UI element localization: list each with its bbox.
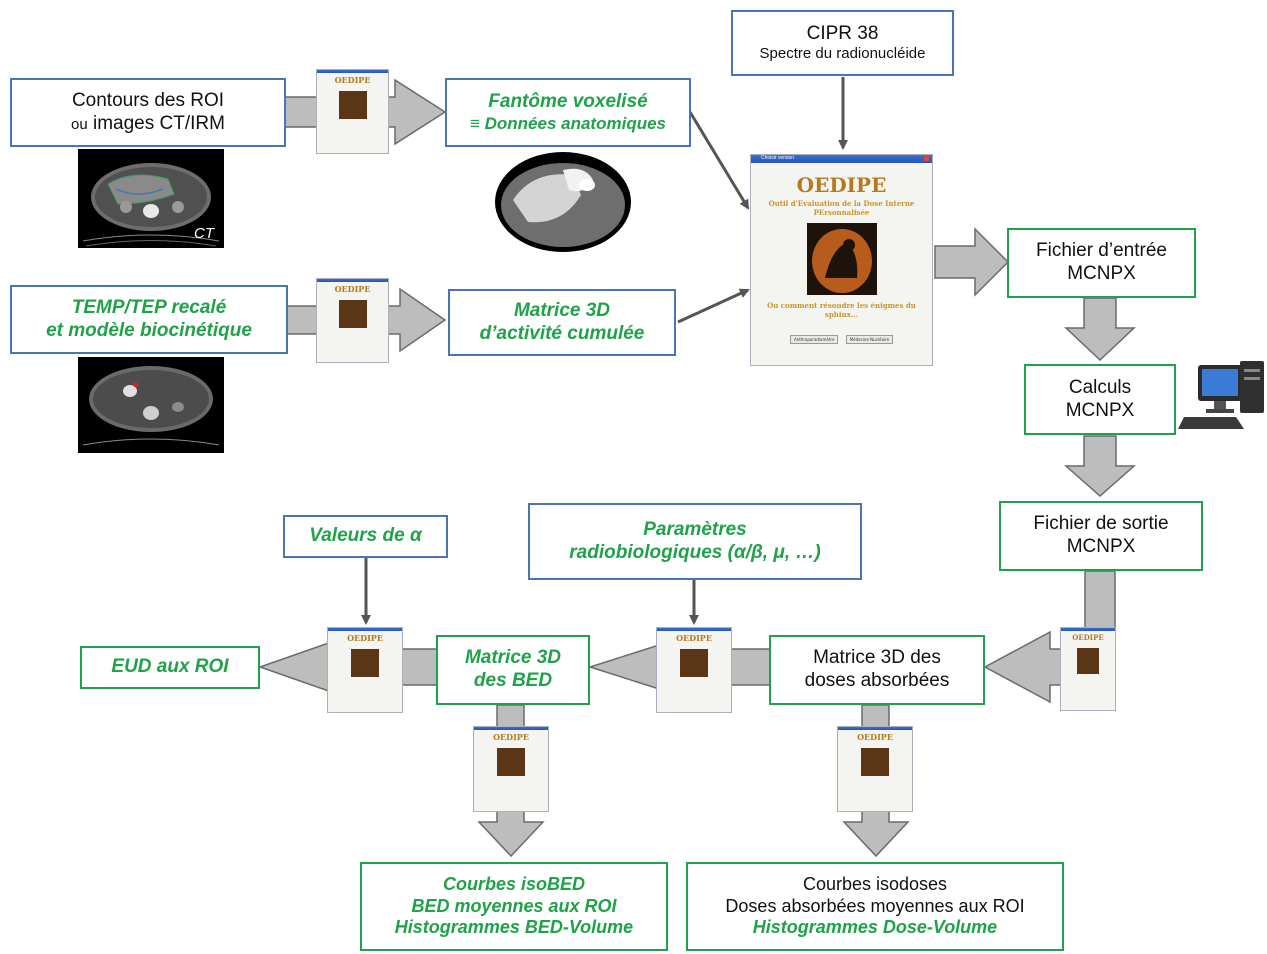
box-matrice-doses: Matrice 3D des doses absorbées [769,635,985,705]
fichier-sortie-line1: Fichier de sortie [1033,513,1169,535]
fichier-entree-line2: MCNPX [1067,263,1136,284]
cipr-line2: Spectre du radionucléide [759,45,926,63]
thumbnail-painting [680,649,708,678]
oedipe-thumbnail: OEDIPE [656,627,732,713]
ct-scan-drawing [82,163,220,247]
thumbnail-logo: OEDIPE [334,75,371,86]
box-contours-roi: Contours des ROI ou images CT/IRM [10,78,286,147]
courbes-bed-line3: Histogrammes BED-Volume [394,917,634,938]
sphinx-painting-image [806,223,877,296]
fichier-entree-line1: Fichier d’entrée [1036,240,1167,262]
parametres-line2: radiobiologiques (α/β, μ, …) [569,541,821,563]
contours-images: images CT/IRM [87,112,225,134]
oedipe-subtitle: Outil d'Evaluation de la Dose Interne PE… [768,199,915,218]
fichier-sortie-line2: MCNPX [1066,536,1136,557]
voxel-line1: Fantôme voxelisé [488,90,648,112]
thumbnail-logo: OEDIPE [857,732,893,743]
temp-line1: TEMP/TEP recalé [71,296,227,318]
matrice-activite-line2: d’activité cumulée [479,322,645,344]
courbes-doses-line2: Doses absorbées moyennes aux ROI [725,895,1025,916]
matrice-activite-line1: Matrice 3D [513,299,611,321]
voxel-phantom-drawing [495,152,631,252]
oedipe-thumbnail: OEDIPE [316,278,389,363]
contours-or: ou [71,115,88,133]
box-courbes-doses: Courbes isodoses Doses absorbées moyenne… [686,862,1064,951]
thumbnail-logo: OEDIPE [347,633,383,644]
ct-label: CT [194,225,214,242]
oedipe-thumbnail: OEDIPE [1060,627,1116,711]
box-courbes-bed: Courbes isoBED BED moyennes aux ROI Hist… [360,862,668,951]
block-arrow-software-to-fichier [934,227,1010,297]
box-temp-tep: TEMP/TEP recalé et modèle biocinétique [10,285,288,354]
courbes-doses-line3: Histogrammes Dose-Volume [752,917,998,938]
oedipe-arc-text: Ou comment résoudre les énigmes du sphin… [767,301,916,320]
box-fichier-entree: Fichier d’entrée MCNPX [1007,228,1196,298]
computer-icon-drawing [1178,361,1264,429]
matrice-bed-line1: Matrice 3D [464,647,562,669]
courbes-bed-line1: Courbes isoBED [442,874,586,895]
box-matrice-bed: Matrice 3D des BED [436,635,590,705]
temp-line2: et modèle biocinétique [46,319,252,341]
sphinx-painting-drawing [806,223,877,296]
ct-scan-image: CT [78,149,224,248]
box-fichier-sortie: Fichier de sortie MCNPX [999,501,1203,571]
oedipe-buttons: Anthroporadiamètre Médecine Nucléaire [751,335,932,345]
spect-scan-image [78,357,224,453]
box-valeurs-alpha: Valeurs de α [283,515,448,558]
oedipe-thumbnail: OEDIPE [316,69,389,154]
thumbnail-painting [861,748,889,777]
contours-line2: ou images CT/IRM [71,113,225,136]
parametres-line1: Paramètres [643,518,747,540]
computer-icon [1178,357,1267,437]
arrow-matrice-to-software [677,288,750,324]
thumbnail-painting [338,91,367,120]
box-cipr38: CIPR 38 Spectre du radionucléide [731,10,954,76]
contours-line1: Contours des ROI [71,89,225,111]
oedipe-logo: OEDIPE [796,173,887,198]
thumbnail-painting [1077,648,1099,675]
courbes-bed-line2: BED moyennes aux ROI [411,895,617,916]
oedipe-title-bar: Choisir version [751,155,932,164]
calculs-line2: MCNPX [1065,399,1135,421]
close-icon[interactable] [924,156,929,161]
block-arrow-calculs-to-sortie [1064,435,1136,498]
oedipe-thumbnail: OEDIPE [837,726,913,812]
matrice-doses-line2: doses absorbées [804,670,950,691]
box-calculs: Calculs MCNPX [1024,364,1176,435]
box-matrice-activite: Matrice 3D d’activité cumulée [448,289,676,356]
thumbnail-logo: OEDIPE [334,284,371,295]
cipr-line1: CIPR 38 [806,22,879,44]
thumbnail-logo: OEDIPE [676,633,712,644]
arrow-voxel-to-software [688,111,750,210]
box-fantome-voxelise: Fantôme voxelisé ≡ Données anatomiques [445,78,691,147]
box-parametres-radiobiologiques: Paramètres radiobiologiques (α/β, μ, …) [528,503,862,580]
thumbnail-painting [497,748,525,777]
thumbnail-painting [338,300,367,329]
thumbnail-painting [351,649,379,678]
spect-scan-drawing [82,366,220,446]
anthropo-button[interactable]: Anthroporadiamètre [789,335,839,345]
oedipe-software-window-large: Choisir version OEDIPE Outil d'Evaluatio… [750,154,933,366]
medecine-nucleaire-button[interactable]: Médecine Nucléaire [845,335,894,345]
box-eud: EUD aux ROI [80,646,260,689]
voxel-line2: ≡ Données anatomiques [469,113,666,133]
voxel-phantom-image [493,150,633,253]
oedipe-window-title: Choisir version [761,155,795,161]
thumbnail-logo: OEDIPE [493,732,529,743]
valeurs-alpha-text: Valeurs de α [309,525,422,547]
calculs-line1: Calculs [1068,376,1132,398]
oedipe-thumbnail: OEDIPE [327,627,403,713]
eud-text: EUD aux ROI [111,656,229,678]
block-arrow-fichier-to-calculs [1064,297,1136,362]
oedipe-thumbnail: OEDIPE [473,726,549,812]
matrice-doses-line1: Matrice 3D des [813,647,941,669]
courbes-doses-line1: Courbes isodoses [802,874,948,895]
thumbnail-logo: OEDIPE [1072,633,1104,643]
matrice-bed-line2: des BED [473,670,553,691]
